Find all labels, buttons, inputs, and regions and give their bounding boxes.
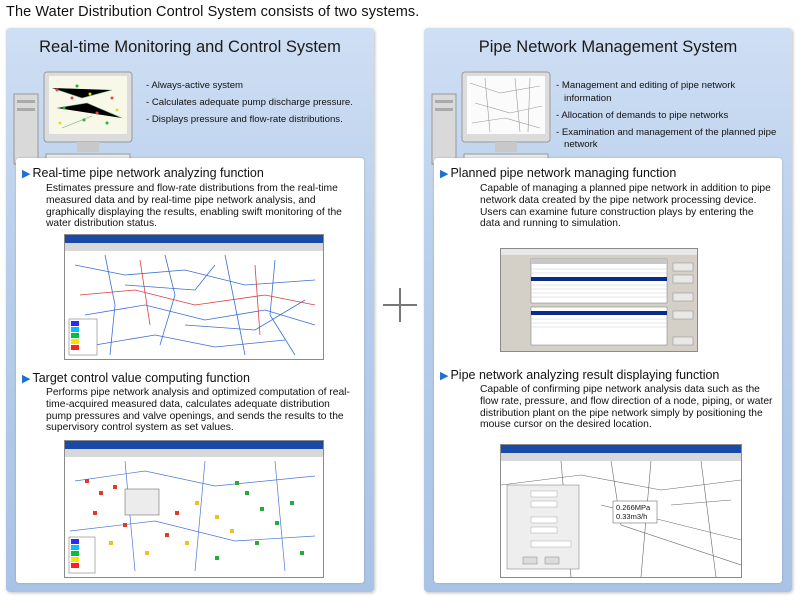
section-title: ▶Pipe network analyzing result displayin… bbox=[440, 368, 719, 382]
feature-item: Management and editing of pipe network i… bbox=[556, 80, 784, 105]
computer-monitor-icon bbox=[13, 71, 133, 167]
feature-item: Always-active system bbox=[146, 80, 368, 93]
section-title: ▶Planned pipe network managing function bbox=[440, 166, 676, 180]
feature-item: Displays pressure and flow-rate distribu… bbox=[146, 114, 368, 127]
triangle-bullet-icon: ▶ bbox=[22, 168, 31, 180]
pressure-value: 0.266MPa bbox=[616, 503, 651, 512]
flow-value: 0.33m3/h bbox=[616, 512, 648, 521]
section-title-text: Planned pipe network managing function bbox=[450, 166, 677, 180]
result-tooltip: 0.266MPa 0.33m3/h bbox=[616, 503, 650, 521]
section-description: Capable of confirming pipe network analy… bbox=[480, 384, 773, 431]
function-card: ▶Real-time pipe network analyzing functi… bbox=[16, 158, 364, 583]
feature-item: Allocation of demands to pipe networks bbox=[556, 110, 784, 123]
planned-network-screenshot bbox=[500, 248, 698, 352]
section-description: Performs pipe network analysis and optim… bbox=[46, 387, 350, 434]
section-title-text: Real-time pipe network analyzing functio… bbox=[32, 166, 264, 180]
target-control-screenshot bbox=[64, 440, 324, 578]
analysis-result-screenshot: 0.266MPa 0.33m3/h bbox=[500, 444, 742, 578]
triangle-bullet-icon: ▶ bbox=[440, 168, 449, 180]
page-headline: The Water Distribution Control System co… bbox=[6, 4, 420, 20]
pipe-network-screenshot bbox=[64, 234, 324, 360]
function-card: ▶Planned pipe network managing function … bbox=[434, 158, 782, 583]
triangle-bullet-icon: ▶ bbox=[440, 370, 449, 382]
system-feature-list: Always-active system Calculates adequate… bbox=[146, 80, 368, 131]
section-title: ▶Real-time pipe network analyzing functi… bbox=[22, 166, 264, 180]
feature-item: Calculates adequate pump discharge press… bbox=[146, 97, 368, 110]
section-title: ▶Target control value computing function bbox=[22, 371, 250, 385]
computer-monitor-icon bbox=[431, 71, 551, 167]
section-title-text: Target control value computing function bbox=[32, 371, 250, 385]
triangle-bullet-icon: ▶ bbox=[22, 373, 31, 385]
section-description: Capable of managing a planned pipe netwo… bbox=[480, 183, 771, 230]
realtime-monitoring-panel: Real-time Monitoring and Control System … bbox=[6, 28, 374, 592]
system-feature-list: Management and editing of pipe network i… bbox=[556, 80, 784, 156]
panel-title: Pipe Network Management System bbox=[478, 38, 738, 56]
pipe-network-management-panel: Pipe Network Management System Managemen… bbox=[424, 28, 792, 592]
feature-item: Examination and management of the planne… bbox=[556, 127, 784, 152]
panel-title: Real-time Monitoring and Control System bbox=[39, 38, 341, 56]
plus-icon bbox=[383, 288, 417, 322]
section-title-text: Pipe network analyzing result displaying… bbox=[450, 368, 720, 382]
section-description: Estimates pressure and flow-rate distrib… bbox=[46, 183, 342, 230]
